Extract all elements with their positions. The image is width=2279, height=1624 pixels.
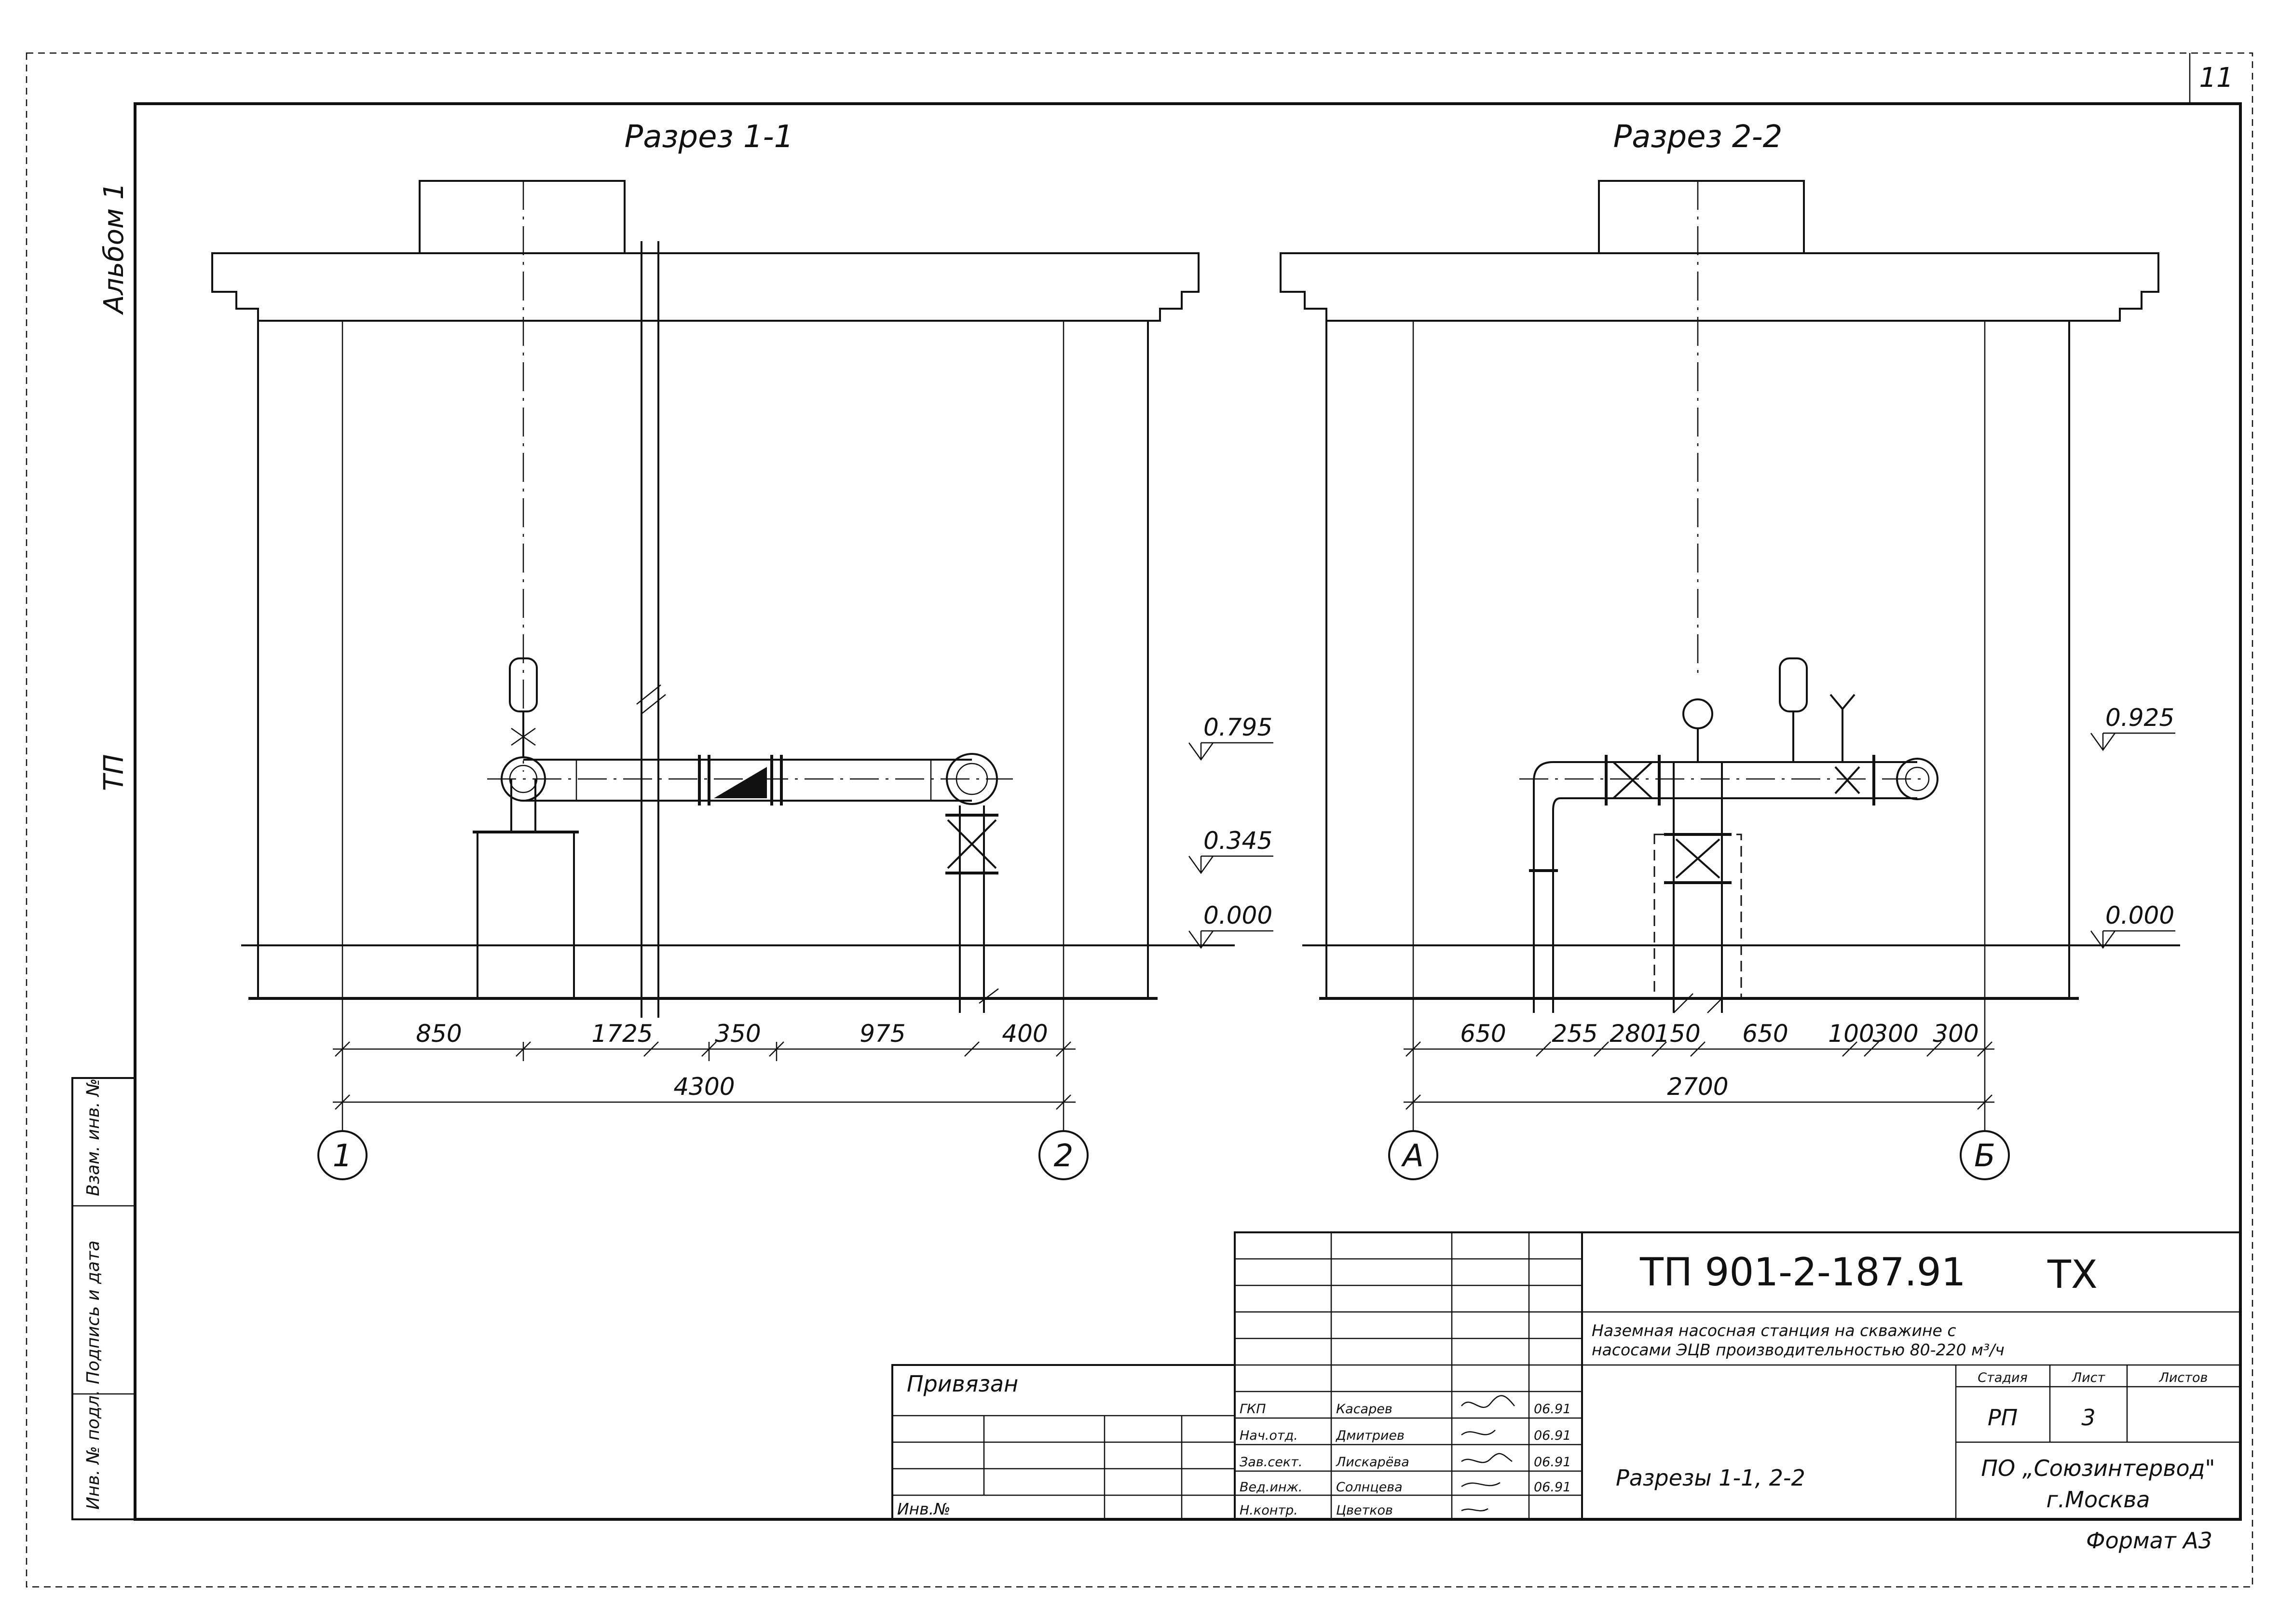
dim-300-b: 300 xyxy=(1933,1020,1979,1048)
name-0: Касарев xyxy=(1336,1402,1392,1417)
roof-vent-2 xyxy=(1598,180,1805,254)
roof-slab-1 xyxy=(211,252,1200,322)
stage-label: Стадия xyxy=(1978,1370,2028,1385)
role-3: Вед.инж. xyxy=(1240,1480,1303,1495)
roof-slab-2 xyxy=(1280,252,2159,322)
date-3: 06.91 xyxy=(1534,1480,1571,1495)
date-1: 06.91 xyxy=(1534,1428,1571,1443)
role-1: Нач.отд. xyxy=(1240,1428,1298,1443)
dim-2700: 2700 xyxy=(1667,1073,1728,1101)
level-0000-a: 0.000 xyxy=(1203,901,1272,929)
sheet-value: 3 xyxy=(2081,1405,2095,1431)
section-1-1-drawing: Разрез 1-1 xyxy=(211,119,1273,1180)
name-1: Дмитриев xyxy=(1336,1428,1405,1443)
date-0: 06.91 xyxy=(1534,1402,1571,1417)
drawing-name: Разрезы 1-1, 2-2 xyxy=(1616,1465,1805,1491)
section-1-title: Разрез 1-1 xyxy=(625,119,794,155)
project-name-line-1: Наземная насосная станция на скважине с xyxy=(1592,1321,1956,1340)
dim-650-b: 650 xyxy=(1742,1020,1788,1048)
dim-350: 350 xyxy=(715,1020,761,1048)
level-marks-2 xyxy=(2090,732,2175,949)
stamp-inv-original: Инв. № подл. xyxy=(83,1390,103,1510)
level-marks-1 xyxy=(1188,742,1273,949)
stamp-replace-inv: Взам. инв. № xyxy=(83,1078,103,1196)
name-2: Лискарёва xyxy=(1336,1455,1409,1470)
date-2: 06.91 xyxy=(1534,1455,1571,1470)
dim-650-a: 650 xyxy=(1460,1020,1506,1048)
doc-mark: ТХ xyxy=(2047,1252,2098,1297)
pump-pedestal xyxy=(477,831,575,999)
stage-value: РП xyxy=(1988,1405,2018,1431)
tied-label: Привязан xyxy=(907,1371,1018,1397)
handwritten-signatures xyxy=(1461,1395,1515,1512)
dim-300-a: 300 xyxy=(1872,1020,1918,1048)
dimension-lines-2 xyxy=(1404,998,1994,1131)
project-name-line-2: насосами ЭЦВ производительностью 80-220 … xyxy=(1592,1340,2005,1359)
dim-1725: 1725 xyxy=(591,1020,653,1048)
roof-vent-1 xyxy=(419,180,626,254)
dim-4300: 4300 xyxy=(673,1073,735,1101)
dim-255: 255 xyxy=(1552,1020,1597,1048)
signature-rows: ГКП Касарев 06.91 Нач.отд. Дмитриев 06.9… xyxy=(1240,1395,1571,1518)
organization-line-2: г.Москва xyxy=(2047,1487,2150,1513)
inv-label: Инв.№ xyxy=(897,1500,951,1518)
role-4: Н.контр. xyxy=(1240,1503,1298,1518)
axis-b: Б xyxy=(1974,1138,1995,1174)
level-0795: 0.795 xyxy=(1203,713,1272,741)
section-2-2-drawing: Разрез 2-2 xyxy=(1280,119,2180,1180)
dimension-lines-1 xyxy=(333,998,1076,1131)
level-0925: 0.925 xyxy=(2105,704,2174,732)
level-0345: 0.345 xyxy=(1203,827,1272,855)
role-0: ГКП xyxy=(1240,1402,1266,1417)
section-mark: ТП xyxy=(98,754,130,791)
axis-2: 2 xyxy=(1054,1138,1074,1174)
title-block: Привязан Инв.№ ТП 901-2-187.91 ТХ Наземн… xyxy=(891,1231,2241,1554)
section-2-title: Разрез 2-2 xyxy=(1613,119,1783,155)
axis-a: А xyxy=(1401,1138,1424,1174)
dim-100: 100 xyxy=(1828,1020,1874,1048)
name-3: Солнцева xyxy=(1336,1480,1403,1495)
organization-line-1: ПО „Союзинтервод" xyxy=(1981,1455,2215,1481)
sheet-label: Лист xyxy=(2072,1370,2106,1385)
dim-280: 280 xyxy=(1610,1020,1655,1048)
dim-850: 850 xyxy=(416,1020,462,1048)
doc-code: ТП 901-2-187.91 xyxy=(1639,1250,1966,1295)
sheet-number: 11 xyxy=(2199,62,2233,94)
album-label: Альбом 1 xyxy=(98,182,130,315)
level-0000-b: 0.000 xyxy=(2105,901,2174,929)
dim-975: 975 xyxy=(860,1020,905,1048)
role-2: Зав.сект. xyxy=(1240,1455,1302,1470)
sheets-label: Листов xyxy=(2159,1370,2208,1385)
axis-1: 1 xyxy=(333,1138,353,1174)
dim-400: 400 xyxy=(1002,1020,1048,1048)
format-label: Формат А3 xyxy=(2086,1528,2212,1554)
dim-150: 150 xyxy=(1654,1020,1700,1048)
name-4: Цветков xyxy=(1336,1503,1393,1518)
stamp-signature-date: Подпись и дата xyxy=(83,1241,103,1384)
